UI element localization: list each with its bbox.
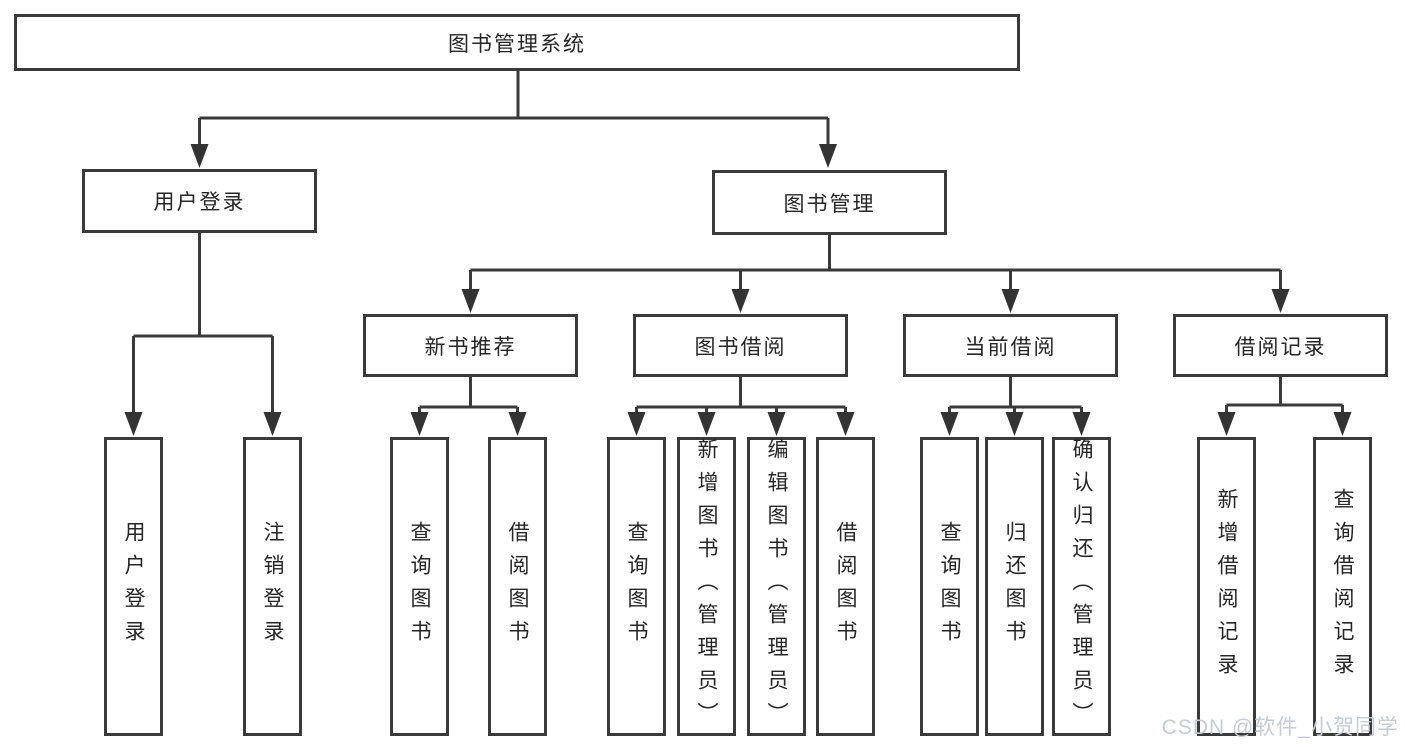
leaf-query-books-current-label: 查询图书 [938,520,961,653]
node-book-borrow-label: 图书借阅 [694,335,787,359]
leaf-query-books-recommend: 查询图书 [390,437,449,736]
leaf-query-borrow-record: 查询借阅记录 [1313,437,1372,736]
edges-new-book-recommend-to-leaves [410,377,527,436]
leaf-edit-book-admin-label: 编辑图书（管理员） [765,438,788,735]
leaf-add-book-admin: 新增图书（管理员） [677,437,736,736]
leaf-query-books-borrow: 查询图书 [607,437,666,736]
leaf-user-login: 用户登录 [104,437,163,736]
leaf-borrow-books: 借阅图书 [816,437,875,736]
leaf-edit-book-admin: 编辑图书（管理员） [747,437,806,736]
leaf-query-books-current: 查询图书 [920,437,979,736]
leaf-query-books-recommend-label: 查询图书 [408,520,431,653]
leaf-logout-label: 注销登录 [261,520,284,653]
leaf-query-borrow-record-label: 查询借阅记录 [1331,487,1354,686]
edges-current-borrow-to-leaves [940,377,1091,436]
leaf-borrow-books-label: 借阅图书 [834,520,857,653]
leaf-user-login-label: 用户登录 [122,520,145,653]
node-current-borrow-label: 当前借阅 [964,335,1057,359]
edges-user-login-to-leaves [124,233,282,436]
leaf-logout: 注销登录 [243,437,302,736]
edges-book-borrow-to-leaves [627,377,855,436]
leaf-add-borrow-record-label: 新增借阅记录 [1215,487,1238,686]
node-library-management-system-label: 图书管理系统 [448,32,586,56]
node-user-login-label: 用户登录 [153,191,246,214]
leaf-return-book-label: 归还图书 [1003,520,1026,653]
node-new-book-recommend: 新书推荐 [363,314,578,377]
edges-book-management-to-level2 [461,235,1290,313]
leaf-borrow-books-recommend: 借阅图书 [488,437,547,736]
leaf-confirm-return-admin: 确认归还（管理员） [1052,437,1111,736]
edges-borrow-records-to-leaves [1217,377,1352,436]
leaf-add-book-admin-label: 新增图书（管理员） [695,438,718,735]
leaf-add-borrow-record: 新增借阅记录 [1197,437,1256,736]
node-new-book-recommend-label: 新书推荐 [424,335,517,359]
node-borrow-records-label: 借阅记录 [1234,335,1327,359]
node-current-borrow: 当前借阅 [903,314,1118,377]
edges-root-to-level1 [190,70,837,168]
leaf-return-book: 归还图书 [985,437,1044,736]
node-book-management-label: 图书管理 [783,192,876,216]
node-book-management: 图书管理 [712,170,947,235]
leaf-confirm-return-admin-label: 确认归还（管理员） [1070,438,1093,735]
leaf-query-books-borrow-label: 查询图书 [625,520,648,653]
node-book-borrow: 图书借阅 [633,314,848,377]
csdn-watermark: CSDN @软件_小贺同学 [1161,716,1399,739]
leaf-borrow-books-recommend-label: 借阅图书 [506,520,529,653]
node-user-login: 用户登录 [82,169,317,233]
node-library-management-system: 图书管理系统 [14,14,1020,71]
node-borrow-records: 借阅记录 [1173,314,1388,377]
